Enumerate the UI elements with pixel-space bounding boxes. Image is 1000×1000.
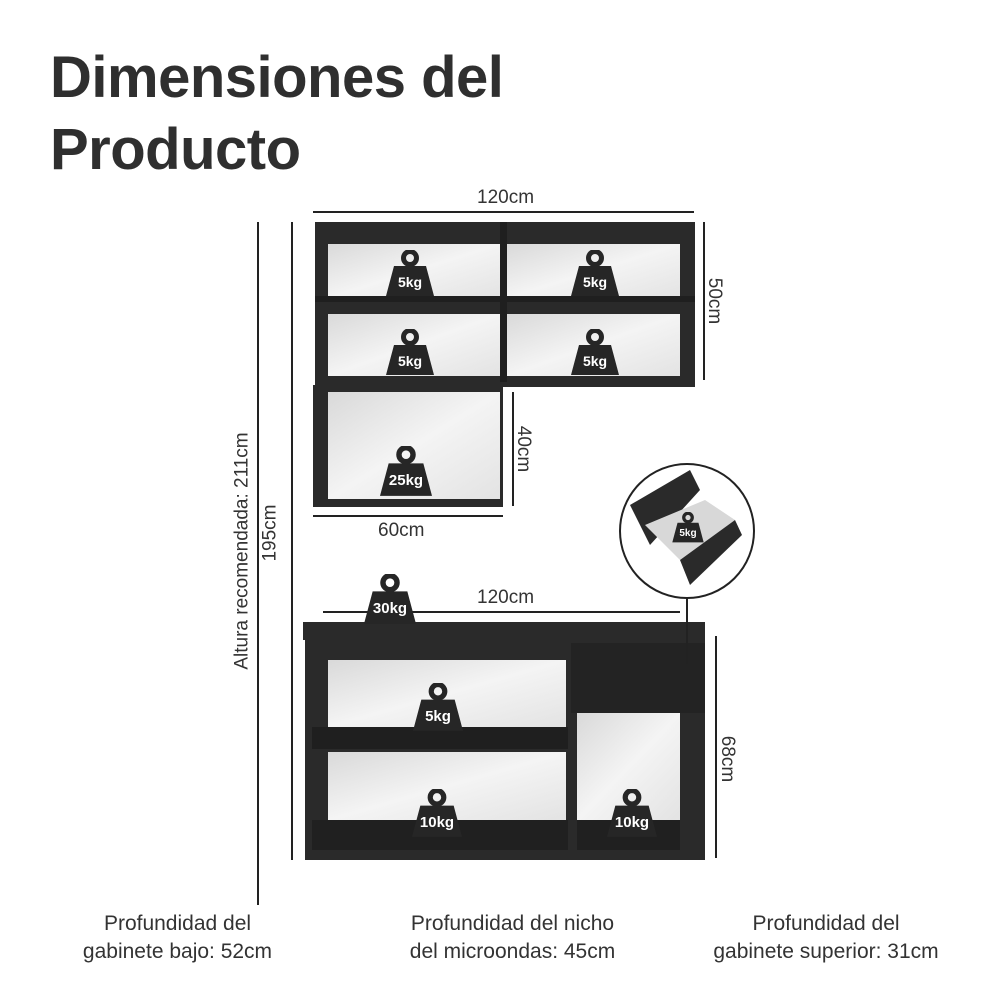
lower-depth-line-2: gabinete bajo: 52cm [82,940,273,963]
microwave-depth-line-1: Profundidad del nicho [410,912,615,935]
weight-label: 5kg [425,708,451,725]
weight-upper-mr: 5kg [569,329,621,377]
total-height-label: 195cm [259,504,281,562]
weight-label: 5kg [679,528,697,539]
weight-lower-shelf: 5kg [410,683,466,733]
upper-width-label: 120cm [477,187,535,208]
weight-label: 5kg [397,353,423,369]
lower-depth-note: Profundidad del gabinete bajo: 52cm [55,910,300,966]
microwave-depth-note: Profundidad del nicho del microondas: 45… [380,910,645,966]
title-line-2: Producto [50,117,301,182]
microwave-depth-line-2: del microondas: 45cm [409,940,616,963]
lower-depth-line-1: Profundidad del [103,912,252,935]
weight-label: 5kg [397,274,423,290]
weight-top-surface: 30kg [360,574,420,626]
weight-niche: 25kg [376,446,436,498]
weight-label: 10kg [419,814,455,831]
recommended-height-label: Altura recomendada: 211cm [231,432,253,670]
weight-label: 25kg [388,472,424,489]
upper-height-label: 50cm [704,277,726,325]
weight-upper-tr: 5kg [569,250,621,298]
weight-label: 5kg [582,353,608,369]
upper-cabinet [315,222,695,387]
lower-height-label: 68cm [717,735,739,783]
weight-lower-bottom-left: 10kg [408,789,466,839]
weight-upper-ml: 5kg [384,329,436,377]
upper-depth-note: Profundidad del gabinete superior: 31cm [690,910,962,966]
weight-drawer: 5kg [671,512,705,544]
weight-label: 30kg [372,600,408,617]
page-title: Dimensiones del Producto [50,42,650,186]
weight-lower-bottom-right: 10kg [603,789,661,839]
weight-upper-tl: 5kg [384,250,436,298]
upper-depth-line-1: Profundidad del [752,912,900,935]
lower-width-label: 120cm [477,587,535,608]
niche-width-label: 60cm [378,520,425,541]
weight-label: 10kg [614,814,650,831]
weight-label: 5kg [582,274,608,290]
niche-height-label: 40cm [513,425,535,473]
title-line-1: Dimensiones del [50,45,504,110]
upper-depth-line-2: gabinete superior: 31cm [713,940,939,963]
